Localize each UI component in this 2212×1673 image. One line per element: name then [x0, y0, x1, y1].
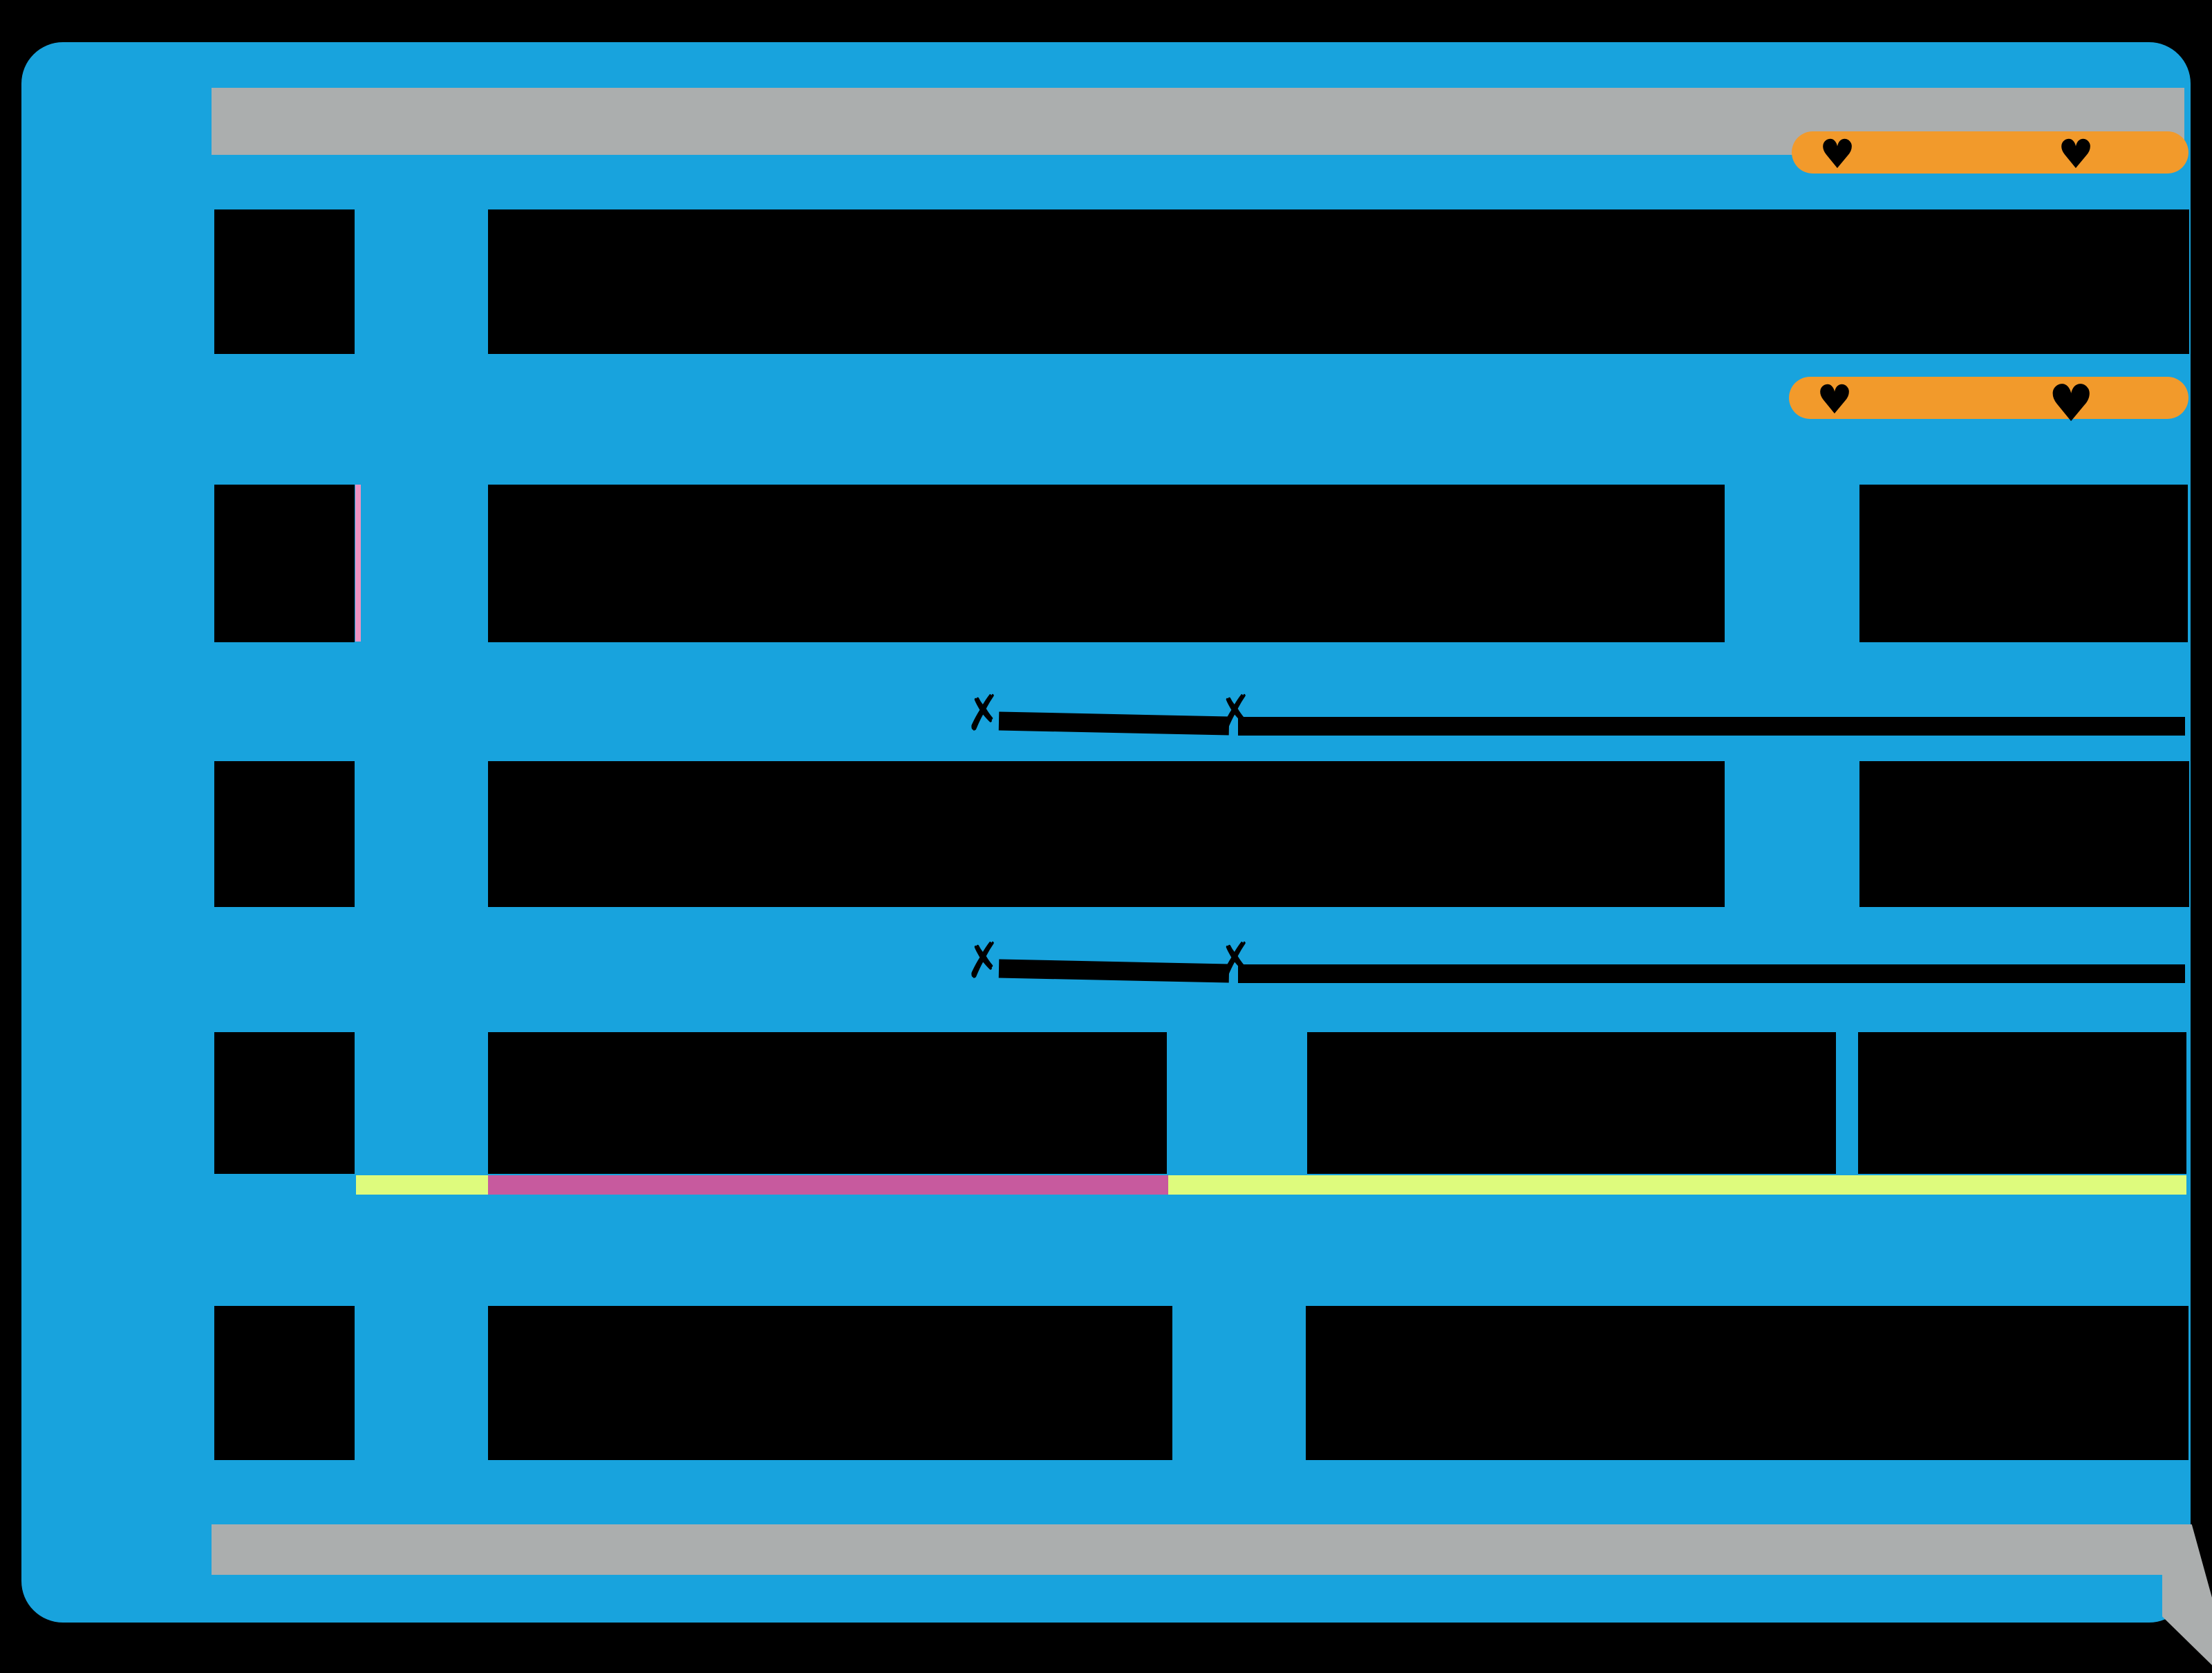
highlight-stripe-magenta: [488, 1175, 1168, 1195]
strikethrough-line: [1238, 717, 2185, 736]
strikethrough-line: [1238, 964, 2185, 983]
row4-text-redaction-2: [1307, 1032, 1836, 1174]
row2-thumbnail-redaction: [214, 485, 355, 642]
row3-thumbnail-redaction: [214, 761, 355, 907]
favorite-badge-mid[interactable]: ♥ ♥: [1789, 376, 2188, 429]
row4-thumbnail-redaction: [214, 1032, 355, 1174]
content-card: ♥ ♥ ♥ ♥ ✗ ✗ ✗ ✗: [21, 42, 2212, 1673]
row5-text-redaction-2: [1306, 1306, 2188, 1460]
highlight-stripe-yellow: [1168, 1175, 2186, 1195]
row4-side-redaction: [1858, 1032, 2186, 1174]
footer-ribbon-tail: [2162, 1524, 2212, 1673]
footer-redaction-bar: [212, 1524, 2164, 1575]
favorite-badge-top[interactable]: ♥ ♥: [1792, 131, 2188, 174]
heart-icon: ♥: [2048, 374, 2094, 433]
row5-thumbnail-redaction: [214, 1306, 355, 1460]
highlight-stripe-yellow: [356, 1175, 488, 1195]
row2-side-redaction: [1859, 485, 2188, 642]
heart-icon: ♥: [1817, 376, 1853, 423]
heart-icon: ♥: [1819, 131, 1855, 178]
row5-text-redaction: [488, 1306, 1172, 1460]
row2-text-redaction: [488, 485, 1725, 642]
row3-text-redaction: [488, 761, 1725, 907]
row4-text-redaction: [488, 1032, 1167, 1174]
row3-side-redaction: [1859, 761, 2189, 907]
strikethrough-line: [998, 959, 1230, 983]
row1-thumbnail-redaction: [214, 209, 355, 354]
strikethrough-line: [998, 711, 1230, 736]
row1-text-redaction: [488, 209, 2189, 354]
heart-icon: ♥: [2058, 131, 2094, 178]
pink-marker-line: [355, 485, 361, 642]
